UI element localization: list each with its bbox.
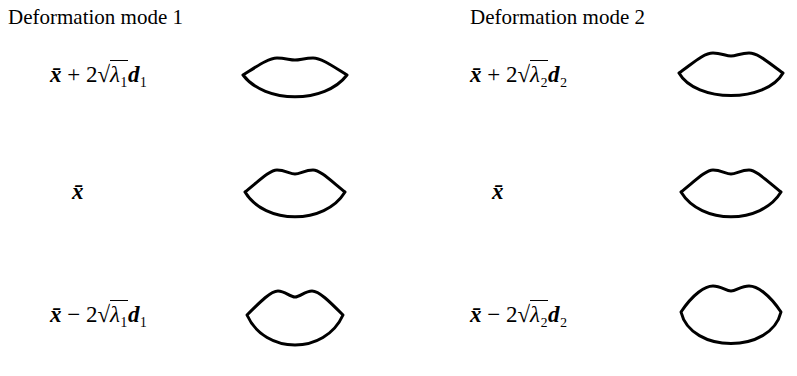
formula-part: + [487, 62, 500, 87]
formula-part: ₁ [140, 62, 148, 87]
formula-part: λ [530, 300, 540, 327]
formula-part [62, 62, 68, 87]
formula-part: √ [97, 302, 110, 327]
formula-part [80, 302, 86, 327]
formula-part: x̄ [72, 179, 84, 204]
shape-formula: x̄ + 2√λ₂d₂ [470, 61, 568, 89]
formula-part: ₁ [120, 300, 128, 327]
formula-part: λ [110, 60, 120, 87]
formula-part [80, 62, 86, 87]
formula-part: √ [517, 302, 530, 327]
formula-part: 2 [86, 62, 98, 87]
formula-part: 2 [506, 302, 518, 327]
mode-heading: Deformation mode 2 [470, 5, 645, 30]
formula-part: d [128, 302, 140, 327]
shape-formula: x̄ [492, 178, 504, 206]
formula-part: − [67, 302, 80, 327]
formula-part: ₂ [560, 62, 568, 87]
shape-formula: x̄ − 2√λ₂d₂ [470, 301, 568, 329]
formula-part: ₂ [540, 300, 548, 327]
formula-part: x̄ [470, 302, 482, 327]
formula-part [500, 62, 506, 87]
formula-part [500, 302, 506, 327]
lip-shape [245, 170, 345, 217]
formula-part: d [548, 302, 560, 327]
shape-formula: x̄ + 2√λ₁d₁ [50, 61, 148, 89]
formula-part: √ [97, 62, 110, 87]
formula-part: √ [517, 62, 530, 87]
shape-formula: x̄ [72, 178, 84, 206]
lip-shape [681, 170, 781, 217]
formula-part: x̄ [470, 62, 482, 87]
lip-shape [679, 53, 783, 96]
formula-part [62, 302, 68, 327]
formula-part: x̄ [50, 62, 62, 87]
shape-formula: x̄ − 2√λ₁d₁ [50, 301, 148, 329]
formula-part: + [67, 62, 80, 87]
formula-part [482, 302, 488, 327]
lip-shape [247, 291, 343, 345]
lip-shape [243, 58, 347, 97]
formula-part: λ [110, 300, 120, 327]
formula-part: 2 [506, 62, 518, 87]
formula-part: ₂ [560, 302, 568, 327]
formula-part: λ [530, 60, 540, 87]
formula-part: ₁ [120, 60, 128, 87]
formula-part: ₁ [140, 302, 148, 327]
mode-heading: Deformation mode 1 [8, 5, 183, 30]
formula-part: x̄ [50, 302, 62, 327]
formula-part: d [548, 62, 560, 87]
formula-part: d [128, 62, 140, 87]
formula-part [482, 62, 488, 87]
formula-part: ₂ [540, 60, 548, 87]
formula-part: 2 [86, 302, 98, 327]
lip-shape [681, 286, 781, 344]
formula-part: − [487, 302, 500, 327]
formula-part: x̄ [492, 179, 504, 204]
